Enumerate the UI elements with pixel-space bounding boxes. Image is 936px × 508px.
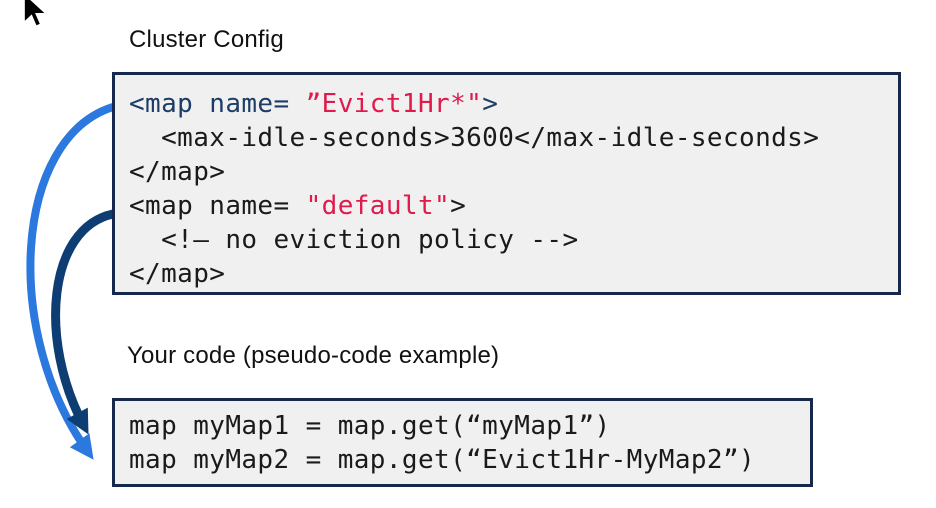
code-line: <max-idle-seconds>3600</max-idle-seconds… <box>129 123 820 153</box>
code-line: <map name= "default"> <box>129 191 467 221</box>
code-line: <!— no eviction policy --> <box>129 225 579 255</box>
arrow-defaultmap-to-mymap1 <box>51 209 115 435</box>
cluster-config-code-box: <map name= ”Evict1Hr*"> <max-idle-second… <box>112 72 901 295</box>
code-line: </map> <box>129 157 226 187</box>
code-line: map myMap2 = map.get(“Evict1Hr-MyMap2”) <box>129 445 756 475</box>
code-line: map myMap1 = map.get(“myMap1”) <box>129 411 611 441</box>
cluster-config-title: Cluster Config <box>129 26 284 53</box>
code-line: </map> <box>129 259 226 289</box>
arrow-evictmap-to-mymap2 <box>26 103 115 460</box>
code-line: <map name= ”Evict1Hr*"> <box>129 89 499 119</box>
mouse-cursor-icon <box>12 0 52 42</box>
pseudo-code-box: map myMap1 = map.get(“myMap1”) map myMap2… <box>112 398 813 487</box>
your-code-label: Your code (pseudo-code example) <box>127 342 500 369</box>
